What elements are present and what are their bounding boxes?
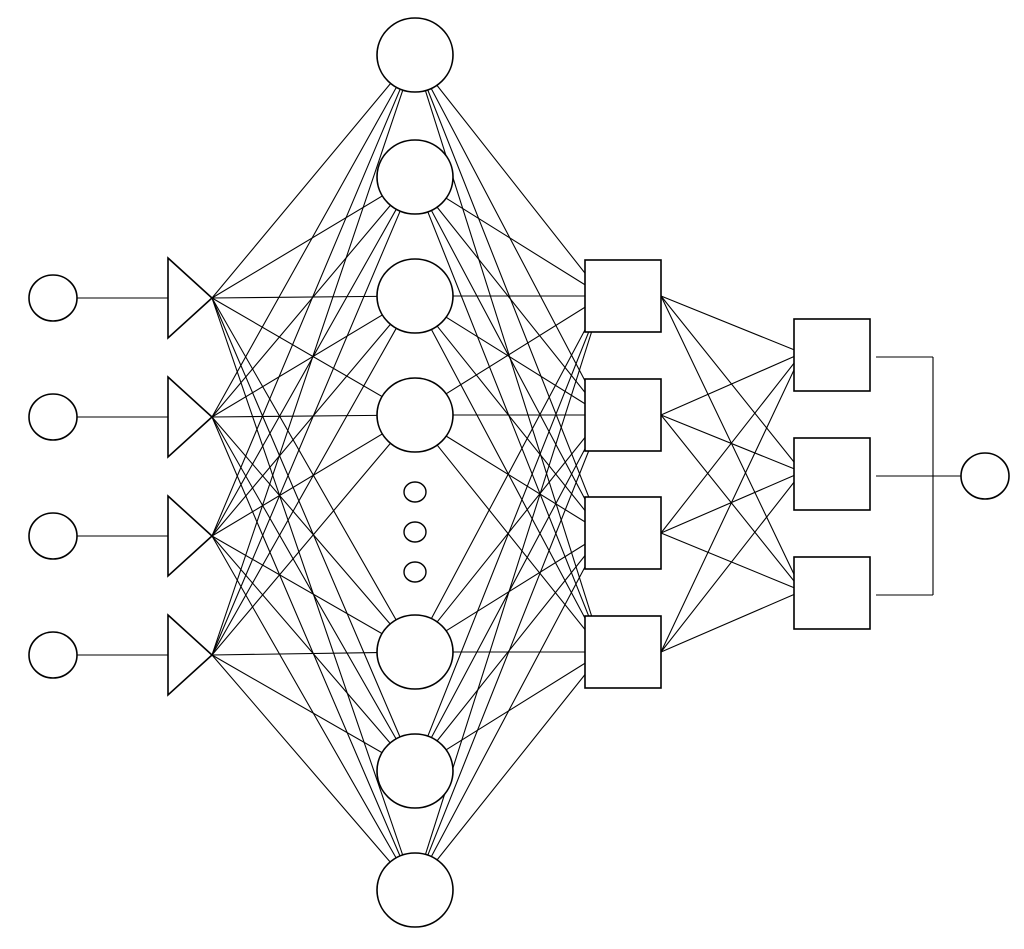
edge-distribution-to-hidden — [211, 297, 383, 397]
ellipsis-dot — [403, 521, 427, 543]
edge-distribution-to-hidden — [211, 327, 397, 656]
ellipsis-dot — [403, 481, 427, 503]
edge-hidden-to-summation — [436, 651, 604, 861]
distribution-triangle — [167, 613, 214, 697]
edge-distribution-to-hidden — [211, 297, 401, 738]
edge-summation-to-output-unit — [660, 590, 803, 653]
output-unit-node — [793, 318, 871, 392]
hidden-node — [376, 614, 454, 690]
edge-summation-to-output-unit — [660, 295, 803, 354]
edge-distribution-to-hidden — [211, 442, 391, 656]
hidden-node — [376, 139, 454, 215]
summation-node — [584, 378, 662, 452]
edge-hidden-to-summation — [445, 316, 604, 416]
edge-hidden-to-summation — [427, 414, 604, 856]
output-node — [960, 452, 1010, 500]
distribution-triangle — [167, 375, 214, 459]
edge-distribution-to-hidden — [211, 88, 401, 537]
edge-distribution-to-hidden — [211, 654, 383, 754]
output-unit-node — [793, 437, 871, 511]
edge-hidden-to-summation — [430, 414, 604, 738]
edge-distribution-to-hidden — [211, 295, 378, 299]
edge-distribution-to-hidden — [211, 87, 397, 418]
edge-hidden-to-summation — [436, 206, 604, 416]
edge-hidden-to-summation — [430, 88, 604, 416]
edge-hidden-to-summation — [436, 532, 604, 742]
edge-hidden-to-summation — [430, 329, 604, 653]
edge-hidden-to-summation — [436, 444, 604, 653]
edge-hidden-to-summation — [427, 89, 604, 534]
summation-node — [584, 615, 662, 689]
edge-distribution-to-hidden — [211, 297, 397, 621]
edge-hidden-to-summation — [445, 197, 604, 297]
edge-distribution-to-hidden — [211, 651, 378, 656]
edge-distribution-to-hidden — [211, 416, 391, 625]
edge-distribution-to-hidden — [211, 89, 404, 656]
distribution-triangle — [167, 494, 214, 578]
edge-hidden-to-summation — [424, 295, 604, 855]
edge-hidden-to-summation — [445, 651, 604, 751]
connections-group — [77, 83, 961, 863]
edge-distribution-to-hidden — [211, 210, 401, 656]
nodes-group — [28, 17, 1010, 928]
edge-distribution-to-hidden — [211, 323, 391, 537]
edge-distribution-to-hidden — [211, 535, 397, 859]
edge-distribution-to-hidden — [211, 314, 383, 418]
edge-distribution-to-hidden — [211, 83, 392, 299]
hidden-node — [376, 377, 454, 453]
distribution-triangle — [167, 256, 214, 340]
edge-summation-to-output-unit — [660, 352, 803, 416]
output-unit-node — [793, 556, 871, 630]
input-node — [28, 512, 78, 560]
edge-hidden-to-summation — [445, 532, 604, 632]
hidden-node — [376, 852, 454, 928]
edge-hidden-to-summation — [430, 210, 604, 534]
edge-distribution-to-hidden — [211, 297, 404, 856]
hidden-node — [376, 258, 454, 334]
hidden-node — [376, 17, 454, 93]
edge-hidden-to-summation — [436, 84, 604, 297]
edge-hidden-to-summation — [427, 295, 604, 737]
edge-hidden-to-summation — [424, 90, 604, 653]
edge-distribution-to-hidden — [211, 535, 383, 635]
edge-hidden-to-summation — [445, 295, 604, 395]
edge-summation-to-output-unit — [660, 471, 803, 653]
ellipsis-dot — [403, 561, 427, 583]
edge-distribution-to-hidden — [211, 433, 383, 537]
edge-distribution-to-hidden — [211, 208, 397, 537]
edge-hidden-to-summation — [436, 414, 604, 623]
edge-distribution-to-hidden — [211, 414, 378, 418]
edge-summation-to-output-unit — [660, 352, 803, 653]
input-node — [28, 274, 78, 322]
edge-summation-to-output-unit — [660, 352, 803, 534]
edge-hidden-to-summation — [430, 532, 604, 857]
edge-distribution-to-hidden — [211, 535, 391, 744]
edge-hidden-to-summation — [430, 295, 604, 619]
edge-hidden-to-summation — [427, 211, 604, 653]
summation-node — [584, 259, 662, 333]
edge-distribution-to-hidden — [211, 204, 391, 418]
edge-hidden-to-summation — [436, 325, 604, 534]
input-node — [28, 631, 78, 679]
edge-hidden-to-summation — [445, 435, 604, 534]
hidden-node — [376, 733, 454, 809]
summation-node — [584, 496, 662, 570]
edge-distribution-to-hidden — [211, 416, 401, 857]
input-node — [28, 393, 78, 441]
edge-distribution-to-hidden — [211, 416, 397, 740]
edge-distribution-to-hidden — [211, 195, 383, 299]
edge-distribution-to-hidden — [211, 654, 391, 863]
